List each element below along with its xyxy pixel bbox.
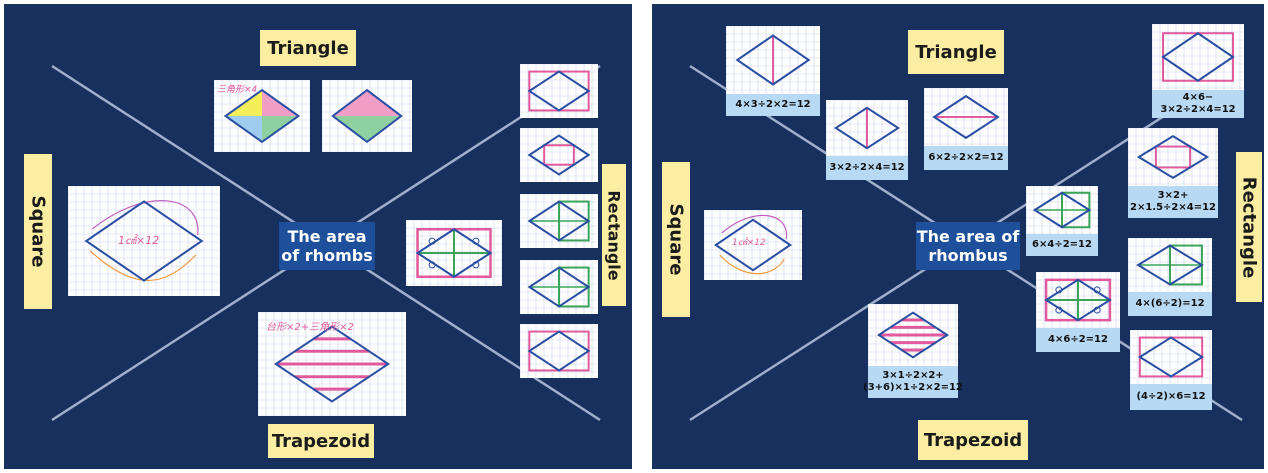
- rhombus-drawing: [322, 80, 412, 152]
- center-title: The area of rhombs: [279, 222, 375, 270]
- formula-note: 6×4÷2=12: [1026, 234, 1098, 256]
- rhombus-drawing: [1130, 330, 1212, 384]
- rhombus-card: [826, 100, 908, 156]
- formula-note: 4×3÷2×2=12: [726, 94, 820, 116]
- rhombus-drawing: [826, 100, 908, 156]
- rhombus-drawing: [520, 128, 598, 182]
- rhombus-card: [406, 220, 502, 286]
- rhombus-drawing: [726, 26, 820, 94]
- rectangle-label: Rectangle: [1236, 152, 1262, 302]
- rectangle-label: Rectangle: [602, 164, 626, 306]
- rhombus-drawing: [924, 88, 1008, 146]
- triangle-label: Triangle: [908, 30, 1004, 74]
- rhombus-drawing: [1036, 272, 1120, 328]
- rhombus-drawing: [704, 210, 802, 280]
- rhombus-card: [1152, 24, 1244, 90]
- rhombus-drawing: [520, 64, 598, 118]
- trapezoid-label: Trapezoid: [918, 420, 1028, 460]
- formula-note: 6×2÷2×2=12: [924, 146, 1008, 170]
- center-title: The area of rhombus: [916, 222, 1020, 270]
- rhombus-card: [1128, 128, 1218, 186]
- rhombus-drawing: [520, 260, 598, 314]
- rhombus-drawing: [258, 312, 406, 416]
- rhombus-card: [868, 304, 958, 366]
- handwritten-formula: 1㎠×12: [118, 234, 160, 247]
- triangle-label: Triangle: [260, 30, 356, 66]
- rhombus-card: [1128, 238, 1212, 292]
- formula-note: 3×1÷2×2+ (3+6)×1÷2×2=12: [863, 366, 963, 398]
- rhombus-card: [214, 80, 310, 152]
- rhombus-card: [1130, 330, 1212, 384]
- rhombus-drawing: [1128, 238, 1212, 292]
- rhombus-card: [704, 210, 802, 280]
- rhombus-drawing: [868, 304, 958, 366]
- rhombus-card: [322, 80, 412, 152]
- handwritten-note: 三角形×4: [217, 85, 258, 95]
- rhombus-drawing: [68, 186, 220, 296]
- rhombus-drawing: [214, 80, 310, 152]
- rhombus-card: [520, 128, 598, 182]
- rhombus-drawing: [1026, 186, 1098, 234]
- formula-note: 4×(6÷2)=12: [1128, 292, 1212, 316]
- rhombus-drawing: [520, 194, 598, 248]
- rhombus-drawing: [520, 324, 598, 378]
- formula-note: 3×2+ 2×1.5÷2×4=12: [1128, 186, 1218, 218]
- rhombus-card: [726, 26, 820, 94]
- formula-note: 4×6÷2=12: [1036, 328, 1120, 352]
- handwritten-formula: 台形×2+三角形×2: [266, 322, 354, 333]
- right-board: Triangle Square Rectangle Trapezoid The …: [652, 4, 1264, 469]
- rhombus-card: [520, 194, 598, 248]
- rhombus-card: [520, 64, 598, 118]
- formula-note: 4×6− 3×2÷2×4=12: [1152, 90, 1244, 118]
- rhombus-card: [1026, 186, 1098, 234]
- trapezoid-label: Trapezoid: [268, 424, 374, 458]
- rhombus-card: [520, 324, 598, 378]
- square-label: Square: [662, 162, 690, 317]
- rhombus-card: [258, 312, 406, 416]
- rhombus-drawing: [1128, 128, 1218, 186]
- left-board: Triangle Square Rectangle Trapezoid The …: [4, 4, 632, 469]
- rhombus-card: [520, 260, 598, 314]
- rhombus-card: [924, 88, 1008, 146]
- handwritten-formula: 1㎠×12: [732, 238, 766, 248]
- rhombus-drawing: [1152, 24, 1244, 90]
- rhombus-card: [1036, 272, 1120, 328]
- rhombus-drawing: [406, 220, 502, 286]
- formula-note: 3×2÷2×4=12: [826, 156, 908, 180]
- formula-note: (4÷2)×6=12: [1130, 384, 1212, 410]
- rhombus-card: [68, 186, 220, 296]
- square-label: Square: [24, 154, 52, 309]
